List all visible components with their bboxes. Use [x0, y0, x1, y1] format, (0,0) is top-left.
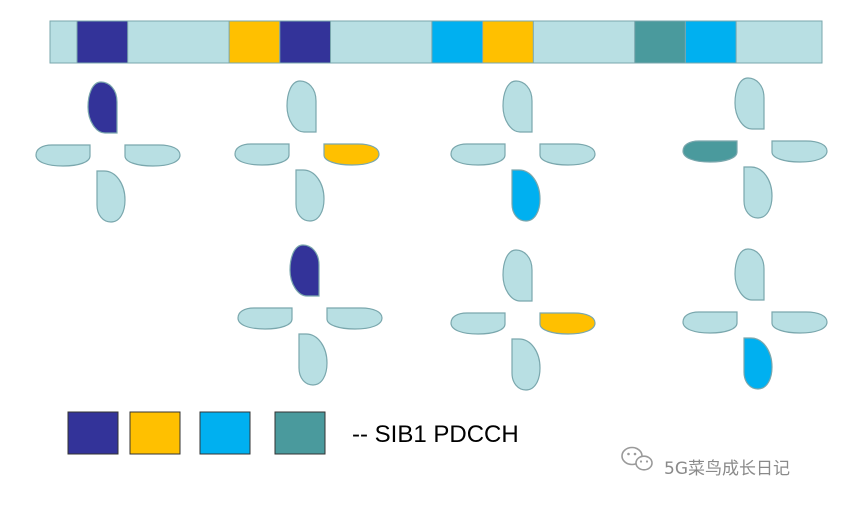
- beam-lobe-bottom: [96, 170, 126, 223]
- beam-lobe-top: [87, 81, 118, 134]
- beam-group-2: [234, 80, 380, 222]
- beam-lobe-top: [734, 77, 765, 130]
- wechat-icon: [621, 446, 653, 471]
- beam-lobe-right: [539, 143, 596, 166]
- beam-lobe-left: [234, 143, 290, 166]
- beam-lobe-left: [682, 140, 738, 163]
- beam-lobe-top: [502, 80, 533, 133]
- beam-lobe-bottom: [743, 337, 773, 390]
- beam-lobe-left: [35, 144, 91, 167]
- beam-lobe-left: [682, 311, 738, 334]
- timeline-block-1: [76, 20, 129, 64]
- legend-label: -- SIB1 PDCCH: [352, 421, 519, 448]
- beam-lobe-bottom: [511, 169, 541, 222]
- beam-lobe-bottom: [295, 169, 325, 222]
- beam-lobe-right: [326, 307, 383, 330]
- timeline-block-7: [684, 20, 737, 64]
- ssb-timeline-strip: [49, 20, 823, 64]
- timeline-block-2: [228, 20, 281, 64]
- legend-swatch-navy: [67, 411, 119, 455]
- beam-lobe-top: [502, 249, 533, 302]
- beam-lobe-bottom: [743, 166, 773, 219]
- legend-swatch-teal: [274, 411, 326, 455]
- beam-lobe-left: [450, 312, 506, 335]
- beam-lobe-left: [450, 143, 506, 166]
- beam-lobe-top: [286, 80, 317, 133]
- beam-lobe-right: [124, 144, 181, 167]
- beam-group-1: [35, 81, 181, 223]
- watermark-text: 5G菜鸟成长日记: [664, 459, 790, 479]
- timeline-block-3: [279, 20, 331, 64]
- legend-swatch-sky: [199, 411, 251, 455]
- beam-group-6: [450, 249, 596, 391]
- beam-lobe-top: [289, 244, 320, 297]
- timeline-block-5: [482, 20, 534, 64]
- legend-swatch-amber: [129, 411, 181, 455]
- beam-lobe-right: [771, 140, 828, 163]
- beam-group-5: [237, 244, 383, 386]
- beam-group-7: [682, 248, 828, 390]
- beam-lobe-right: [539, 312, 596, 335]
- legend-swatches: [67, 411, 326, 455]
- beam-lobe-left: [237, 307, 293, 330]
- watermark: 5G菜鸟成长日记: [621, 446, 790, 479]
- beam-group-4: [682, 77, 828, 219]
- beam-lobe-right: [323, 143, 380, 166]
- beam-lobe-bottom: [511, 338, 541, 391]
- beam-group-3: [450, 80, 596, 222]
- beam-lobe-top: [734, 248, 765, 301]
- timeline-block-6: [634, 20, 686, 64]
- legend: -- SIB1 PDCCH: [67, 411, 519, 455]
- beam-lobe-right: [771, 311, 828, 334]
- beam-groups: [35, 77, 828, 391]
- timeline-block-4: [431, 20, 484, 64]
- beam-lobe-bottom: [298, 333, 328, 386]
